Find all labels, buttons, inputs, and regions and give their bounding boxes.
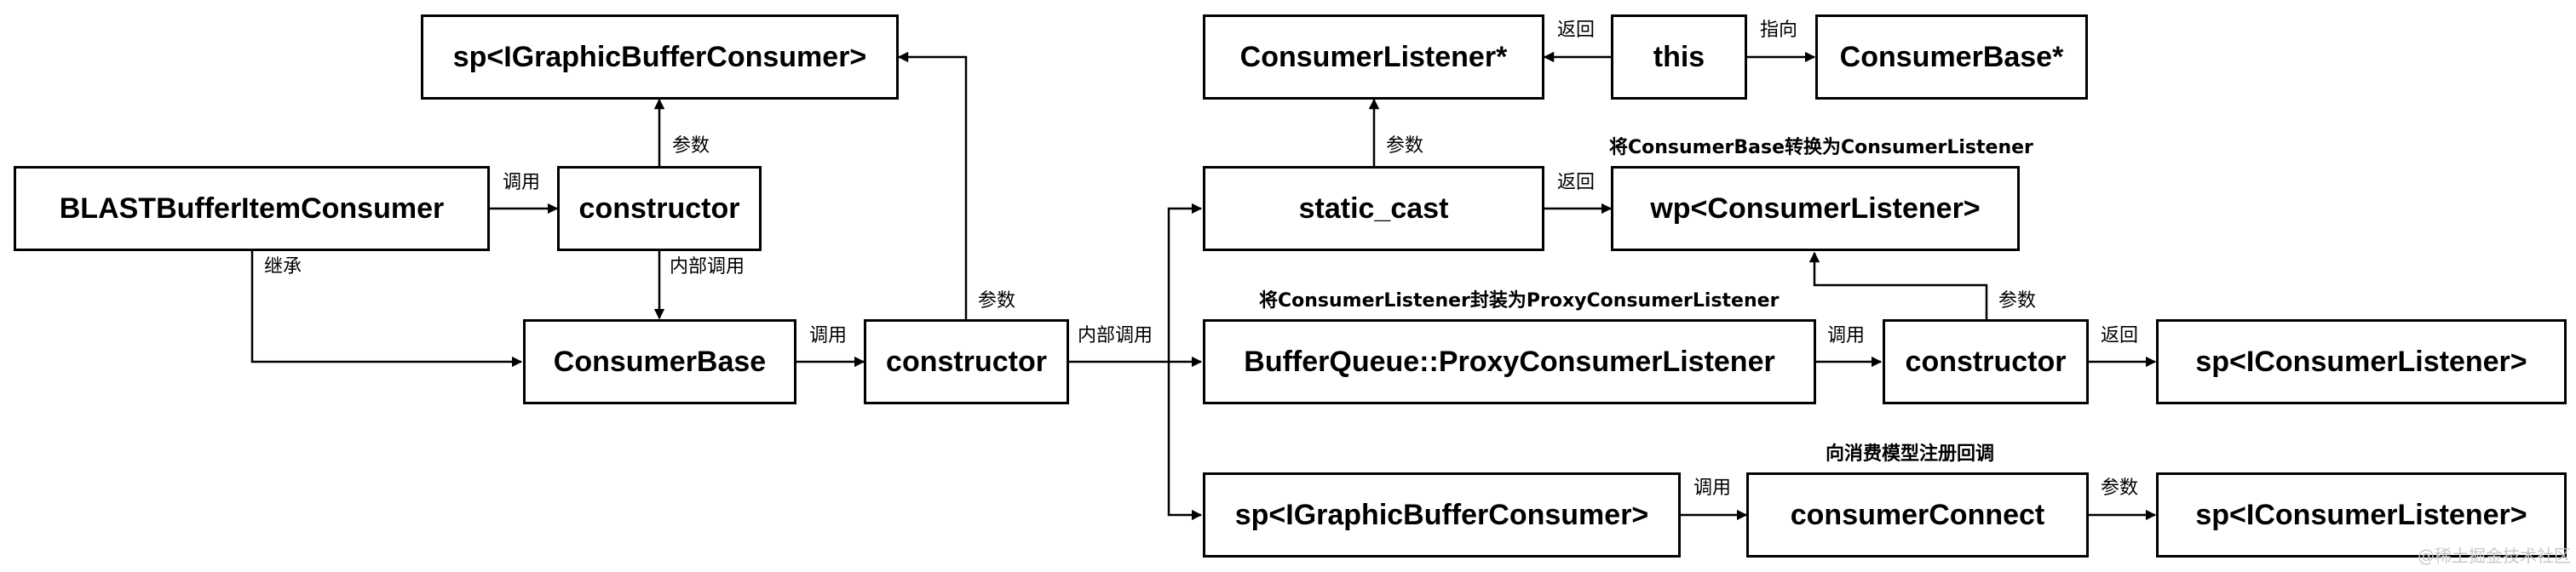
label-call-spigbc-connect: 调用 bbox=[1693, 478, 1732, 499]
label-param-connect: 参数 bbox=[2101, 478, 2139, 499]
node-consumerlistener-ptr[interactable]: ConsumerListener* bbox=[1203, 14, 1544, 100]
node-consumerbase-ptr[interactable]: ConsumerBase* bbox=[1815, 14, 2088, 100]
node-sp-iconsumerlistener-mid[interactable]: sp<IConsumerListener> bbox=[2156, 319, 2567, 404]
label-param-static-cast: 参数 bbox=[1386, 135, 1424, 157]
label-call-proxy-ctor3: 调用 bbox=[1827, 325, 1866, 346]
label-param-ctor3: 参数 bbox=[1998, 290, 2037, 312]
edge-ctor2-to-spigbc-top bbox=[897, 51, 968, 319]
note-cast-to-consumerlistener: 将ConsumerBase转换为ConsumerListener bbox=[1609, 137, 2033, 158]
edge-ctor2-to-spigbc-bottom bbox=[1167, 362, 1203, 521]
node-sp-igraphicbufferconsumer-bottom[interactable]: sp<IGraphicBufferConsumer> bbox=[1203, 472, 1681, 558]
watermark: @稀土掘金技术社区 bbox=[2418, 546, 2571, 566]
node-constructor-consumerbase[interactable]: constructor bbox=[864, 319, 1069, 404]
label-call-blast-ctor1: 调用 bbox=[503, 172, 541, 193]
node-constructor-blast[interactable]: constructor bbox=[557, 166, 762, 251]
label-return-static-cast: 返回 bbox=[1557, 172, 1596, 193]
label-inherit: 继承 bbox=[264, 256, 302, 277]
node-consumerbase[interactable]: ConsumerBase bbox=[523, 319, 796, 404]
node-this[interactable]: this bbox=[1611, 14, 1747, 100]
label-call-consumerbase-ctor2: 调用 bbox=[809, 325, 848, 346]
node-constructor-proxy[interactable]: constructor bbox=[1883, 319, 2089, 404]
node-sp-iconsumerlistener-bottom[interactable]: sp<IConsumerListener> bbox=[2156, 472, 2567, 558]
node-consumerconnect[interactable]: consumerConnect bbox=[1746, 472, 2089, 558]
node-blastbufferitemconsumer[interactable]: BLASTBufferItemConsumer bbox=[14, 166, 490, 251]
edge-ctor2-to-static-cast bbox=[1167, 203, 1203, 362]
label-points-to: 指向 bbox=[1760, 20, 1798, 41]
node-static-cast[interactable]: static_cast bbox=[1203, 166, 1544, 251]
note-register-callback: 向消费模型注册回调 bbox=[1826, 443, 1995, 465]
label-param-ctor2-spigbc: 参数 bbox=[978, 290, 1016, 312]
note-wrap-proxyconsumerlistener: 将ConsumerListener封装为ProxyConsumerListene… bbox=[1259, 290, 1780, 312]
label-return-ctor3: 返回 bbox=[2101, 325, 2139, 346]
label-internal-ctor2: 内部调用 bbox=[1078, 325, 1153, 346]
node-proxyconsumerlistener[interactable]: BufferQueue::ProxyConsumerListener bbox=[1203, 319, 1816, 404]
edge-blast-inherit-consumerbase bbox=[250, 251, 523, 368]
label-internal-ctor1-consumerbase: 内部调用 bbox=[670, 256, 745, 277]
label-return-this: 返回 bbox=[1557, 20, 1596, 41]
edge-ctor3-to-wp bbox=[1808, 251, 1988, 319]
node-wp-consumerlistener[interactable]: wp<ConsumerListener> bbox=[1611, 166, 2020, 251]
label-param-ctor1-spigbc: 参数 bbox=[672, 135, 710, 157]
node-sp-igraphicbufferconsumer-top[interactable]: sp<IGraphicBufferConsumer> bbox=[421, 14, 899, 100]
